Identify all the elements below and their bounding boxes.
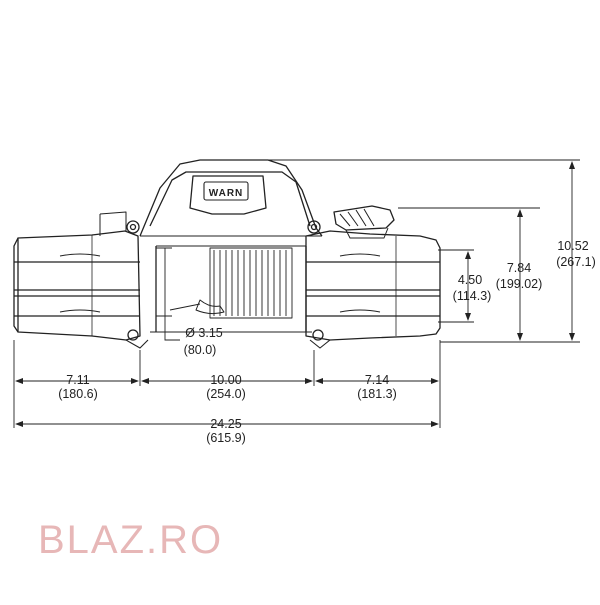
clutch-handle: [333, 205, 395, 239]
total-width-inch: 24.25: [210, 417, 241, 431]
bolt-height-mm: (114.3): [453, 289, 492, 303]
handle-height-mm: (199.02): [496, 277, 543, 291]
right-width-mm: (181.3): [357, 387, 397, 401]
top-cover: [139, 159, 323, 247]
bolt-height-inch: 4.50: [458, 273, 482, 287]
drum-diameter-leader: [164, 316, 180, 341]
right-mount-foot: [309, 339, 331, 349]
total-width-mm: (615.9): [206, 431, 246, 445]
drum-diameter-line: [156, 247, 172, 317]
right-width-inch: 7.14: [365, 373, 389, 387]
drum-width-mm: (254.0): [206, 387, 246, 401]
logo-plate: [189, 175, 267, 215]
watermark-logo: BLAZ.RO: [38, 518, 224, 562]
drum-width-inch: 10.00: [210, 373, 241, 387]
left-mount-foot: [125, 339, 149, 349]
handle-height-inch: 7.84: [507, 261, 531, 275]
left-width-inch: 7.11: [66, 373, 89, 387]
left-motor-housing: [13, 211, 141, 341]
arrowheads: [15, 161, 575, 427]
warn-logo-text: WARN: [209, 188, 244, 199]
cable-drum: [150, 246, 312, 333]
drum-diameter-mm: (80.0): [184, 343, 217, 357]
drum-diameter-inch: Ø 3.15: [185, 326, 223, 340]
wire-rope-wraps: [213, 250, 287, 316]
total-height-inch: 10.52: [557, 239, 588, 253]
total-height-mm: (267.1): [556, 255, 596, 269]
left-width-mm: (180.6): [58, 387, 98, 401]
right-gear-housing: [305, 220, 441, 341]
